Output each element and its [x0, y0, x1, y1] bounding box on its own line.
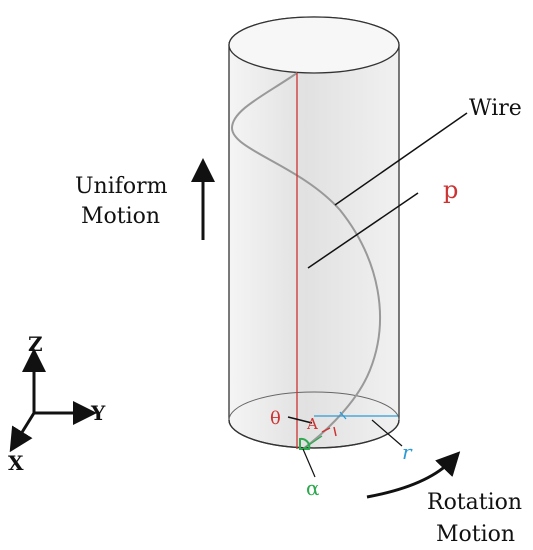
axis-x-line	[9, 412, 36, 453]
rotation-label-1: Rotation	[427, 490, 522, 515]
radius-tick	[339, 411, 347, 420]
uniform-label-1: Uniform	[75, 174, 168, 199]
helical-wire	[230, 72, 381, 450]
helix-tangent	[302, 435, 323, 450]
rotation-label-2: Motion	[436, 522, 515, 547]
theta-label: θ	[270, 408, 281, 429]
axis-z-label: Z	[28, 332, 43, 356]
cylinder-bottom-front	[228, 419, 400, 449]
wire-leader	[334, 112, 468, 206]
wire-label: Wire	[469, 96, 522, 121]
axis-y-label: Y	[90, 401, 106, 425]
p-label: p	[443, 176, 458, 204]
alpha-arc	[299, 437, 311, 450]
point-a-label: A	[306, 415, 318, 433]
cylinder-bottom-back	[228, 391, 400, 421]
theta-arc	[321, 426, 337, 437]
cylinder-top	[228, 16, 400, 74]
theta-leader	[287, 416, 313, 424]
alpha-label: α	[306, 476, 320, 500]
cylinder-body	[228, 16, 400, 449]
rotation-motion-arrow	[366, 451, 461, 499]
alpha-leader	[302, 448, 316, 478]
axis-x-label: X	[8, 451, 24, 475]
uniform-label-2: Motion	[81, 204, 160, 229]
r-label: r	[402, 440, 413, 464]
r-leader	[371, 419, 403, 447]
p-leader	[307, 192, 419, 269]
